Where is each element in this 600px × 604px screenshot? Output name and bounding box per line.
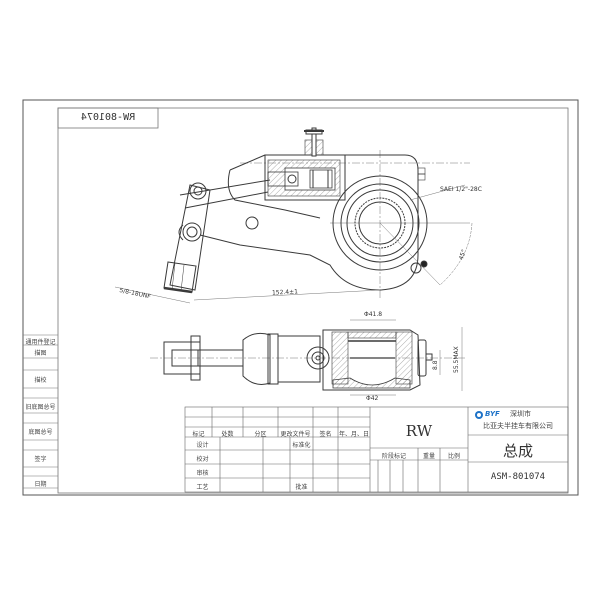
strip-label-signature: 签字	[34, 456, 47, 463]
company-city: 深圳市	[510, 410, 531, 418]
row-standardization-label: 标准化	[292, 442, 311, 449]
title-block-grid	[184, 406, 569, 493]
row-review-label: 审核	[196, 470, 209, 477]
material-label: RW	[405, 422, 433, 440]
part-number: ASM-801074	[490, 472, 546, 482]
top-view	[114, 127, 473, 304]
diameter-bottom-label: Φ42	[366, 395, 379, 402]
code-box	[57, 107, 159, 129]
stage-header-scale: 比例	[447, 453, 460, 460]
left-strip	[23, 334, 58, 489]
outer-frame	[22, 99, 579, 496]
stage-header-weight: 重量	[422, 453, 435, 460]
offset-label: 8.8	[432, 360, 439, 370]
stage-header-mark: 阶段标记	[381, 453, 406, 460]
row-approval-label: 批准	[295, 484, 308, 491]
rev-header-count: 处数	[221, 431, 234, 438]
mirrored-drawing-code: RW-801074	[80, 112, 136, 123]
rev-header-zone: 分区	[254, 431, 267, 438]
rev-header-date: 年、月、日	[338, 431, 369, 438]
section-view	[150, 319, 465, 396]
strip-label-trace-check: 描校	[34, 377, 47, 384]
strip-label-common-parts: 通用件登记	[25, 339, 56, 346]
inner-frame	[57, 107, 569, 494]
company-logo-icon	[475, 411, 483, 419]
company-logo-text: BYF	[485, 410, 500, 418]
strip-label-date: 日期	[34, 481, 47, 488]
rev-header-signature: 签名	[319, 431, 332, 438]
rev-header-mark: 标记	[192, 431, 205, 438]
company-name: 比亚夫半挂车有限公司	[483, 422, 553, 430]
height-label: 55.5MAX	[453, 346, 460, 373]
strip-label-old-base-number: 旧底图总号	[25, 404, 56, 411]
strip-label-base-number: 底图总号	[28, 429, 53, 436]
strip-label-tracing: 描图	[34, 350, 47, 357]
row-process-label: 工艺	[196, 484, 209, 491]
diameter-top-label: Φ41.8	[364, 311, 383, 318]
row-design-label: 设计	[196, 442, 209, 449]
part-name: 总成	[502, 442, 533, 460]
thread-right-label: SAEI 1/2"-28C	[440, 186, 482, 193]
row-check-label: 校对	[196, 456, 209, 463]
rev-header-change-doc: 更改文件号	[280, 431, 311, 438]
